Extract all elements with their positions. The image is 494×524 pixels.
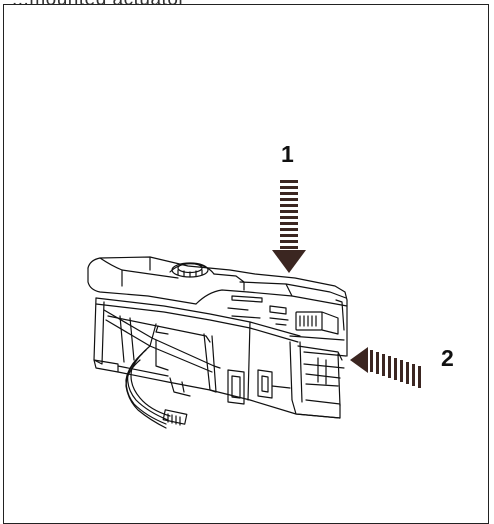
step-label-2: 2 <box>441 345 454 371</box>
header-caption: ...mounted actuator <box>12 0 185 11</box>
assembly-illustration <box>87 180 421 429</box>
arrow-1-down <box>272 180 306 273</box>
mounting-frame <box>93 297 347 419</box>
connector-block <box>289 299 348 357</box>
arrow-2-left <box>350 347 421 388</box>
step-label-1: 1 <box>281 141 294 167</box>
wire-harness <box>125 345 188 429</box>
housing-top-cover <box>87 256 348 326</box>
